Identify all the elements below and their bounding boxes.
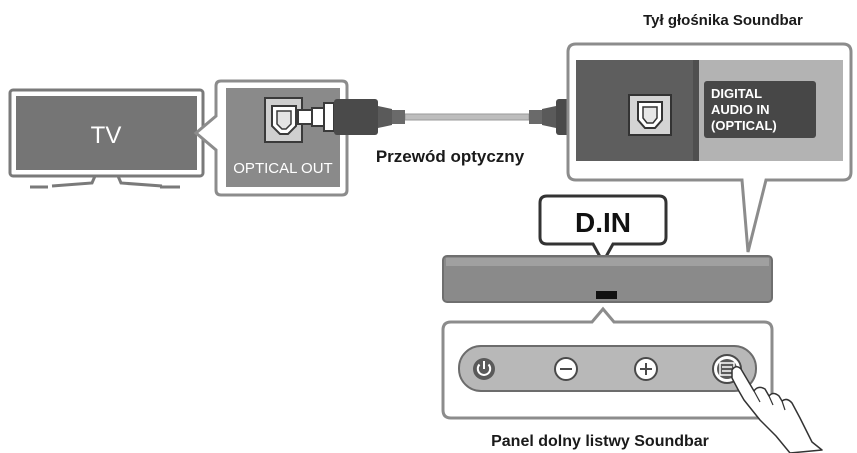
digital-in-line2: AUDIO IN	[711, 102, 770, 117]
display-callout: D.IN	[538, 194, 668, 266]
optical-out-callout: OPTICAL OUT	[193, 79, 349, 197]
display-window	[596, 291, 617, 299]
tv: TV	[8, 88, 205, 189]
optical-out-label: OPTICAL OUT	[233, 160, 332, 177]
volume-down-button[interactable]	[554, 357, 578, 381]
power-button[interactable]	[473, 358, 495, 380]
bottom-caption: Panel dolny listwy Soundbar	[491, 433, 709, 450]
volume-up-button[interactable]	[634, 357, 658, 381]
soundbar-rear-callout: DIGITAL AUDIO IN (OPTICAL)	[566, 42, 853, 253]
plus-icon	[640, 363, 652, 375]
rear-caption: Tył głośnika Soundbar	[643, 12, 803, 29]
cable-label: Przewód optyczny	[376, 147, 525, 166]
digital-in-line1: DIGITAL	[711, 86, 762, 101]
bottom-panel-callout	[441, 306, 774, 420]
pointing-hand-icon	[731, 366, 823, 453]
digital-in-line3: (OPTICAL)	[711, 118, 777, 133]
optical-port-icon	[264, 97, 303, 143]
display-text: D.IN	[575, 207, 631, 238]
soundbar	[442, 255, 773, 303]
digital-audio-in-port-icon	[628, 94, 672, 136]
cable-plug-left	[297, 99, 405, 135]
tv-label: TV	[91, 122, 122, 149]
